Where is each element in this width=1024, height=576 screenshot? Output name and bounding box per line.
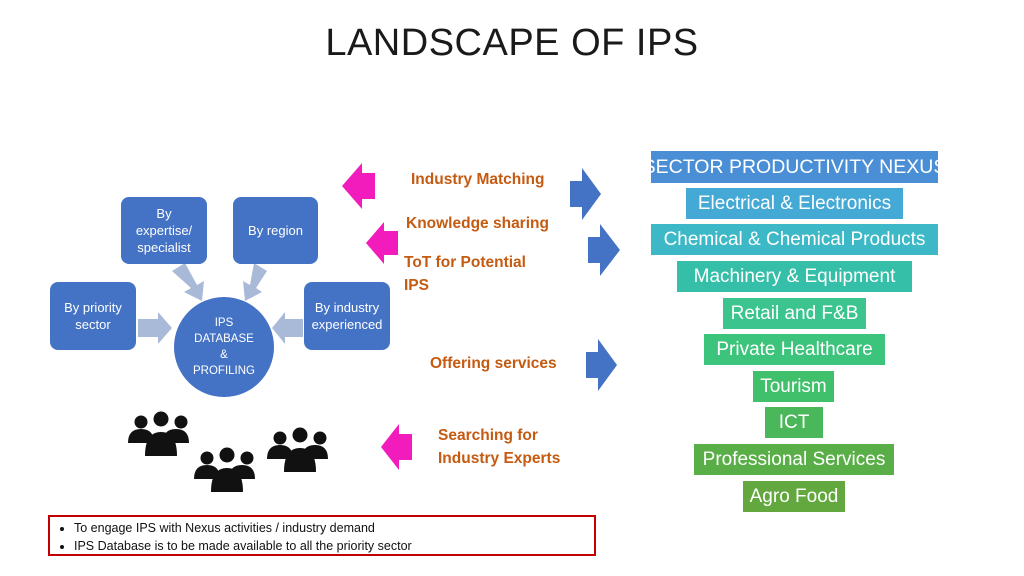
magenta-arrow-searching bbox=[381, 424, 412, 470]
blue-arrow-industry-matching bbox=[570, 168, 601, 220]
category-region-label: By region bbox=[248, 223, 303, 238]
label-tot-line-1: ToT for Potential bbox=[404, 254, 526, 271]
sector-item: Chemical & Chemical Products bbox=[651, 224, 938, 255]
label-searching-line-2: Industry Experts bbox=[438, 450, 561, 467]
category-industry: By industry experienced bbox=[304, 282, 390, 350]
ips-database-hub: IPS DATABASE & PROFILING bbox=[174, 297, 274, 397]
arrow-from-priority bbox=[138, 312, 172, 344]
sector-header: SECTOR PRODUCTIVITY NEXUS bbox=[643, 151, 946, 183]
hub-line-3: & bbox=[220, 349, 228, 361]
label-knowledge-sharing: Knowledge sharing bbox=[406, 215, 549, 232]
sector-item: Professional Services bbox=[694, 444, 894, 475]
sector-item: Machinery & Equipment bbox=[677, 261, 912, 292]
label-tot-line-2: IPS bbox=[404, 277, 429, 294]
category-expertise-line-3: specialist bbox=[137, 240, 191, 255]
people-group-icon bbox=[267, 427, 328, 472]
hub-line-2: DATABASE bbox=[194, 333, 254, 345]
category-industry-line-1: By industry bbox=[314, 300, 380, 315]
magenta-arrow-industry-matching bbox=[342, 163, 375, 209]
category-expertise: By expertise/ specialist bbox=[121, 197, 207, 264]
label-tot: ToT for Potential IPS bbox=[404, 251, 526, 297]
sector-item: Tourism bbox=[753, 371, 834, 402]
category-region: By region bbox=[233, 197, 318, 264]
arrow-from-region bbox=[243, 263, 267, 301]
people-group-icon bbox=[128, 411, 189, 456]
note-item: To engage IPS with Nexus activities / in… bbox=[74, 519, 594, 537]
hub-line-1: IPS bbox=[214, 317, 234, 329]
arrow-from-expertise bbox=[172, 263, 204, 301]
page-title: LANDSCAPE OF IPS bbox=[325, 22, 699, 64]
magenta-arrow-knowledge bbox=[366, 222, 398, 264]
note-item: IPS Database is to be made available to … bbox=[74, 537, 594, 555]
sector-item: ICT bbox=[765, 407, 823, 438]
hub-line-4: PROFILING bbox=[193, 365, 255, 377]
category-priority-line-2: sector bbox=[75, 317, 111, 332]
label-industry-matching: Industry Matching bbox=[411, 171, 545, 188]
category-priority-line-1: By priority bbox=[64, 300, 122, 315]
sector-item: Retail and F&B bbox=[723, 298, 866, 329]
label-searching-line-1: Searching for bbox=[438, 427, 538, 444]
category-expertise-line-2: expertise/ bbox=[135, 223, 193, 238]
people-group-icon bbox=[194, 447, 255, 492]
category-industry-line-2: experienced bbox=[311, 317, 383, 332]
category-expertise-line-1: By bbox=[156, 206, 172, 221]
blue-arrow-knowledge bbox=[588, 224, 620, 276]
sector-item: Electrical & Electronics bbox=[686, 188, 903, 219]
category-priority-sector: By priority sector bbox=[50, 282, 136, 350]
sector-item: Agro Food bbox=[743, 481, 845, 512]
notes-list: To engage IPS with Nexus activities / in… bbox=[56, 519, 594, 555]
arrow-from-industry bbox=[272, 312, 303, 344]
sector-item: Private Healthcare bbox=[704, 334, 885, 365]
notes-box: To engage IPS with Nexus activities / in… bbox=[48, 515, 596, 556]
label-searching: Searching for Industry Experts bbox=[438, 424, 560, 470]
label-offering-services: Offering services bbox=[430, 355, 557, 372]
blue-arrow-offering bbox=[586, 339, 617, 391]
